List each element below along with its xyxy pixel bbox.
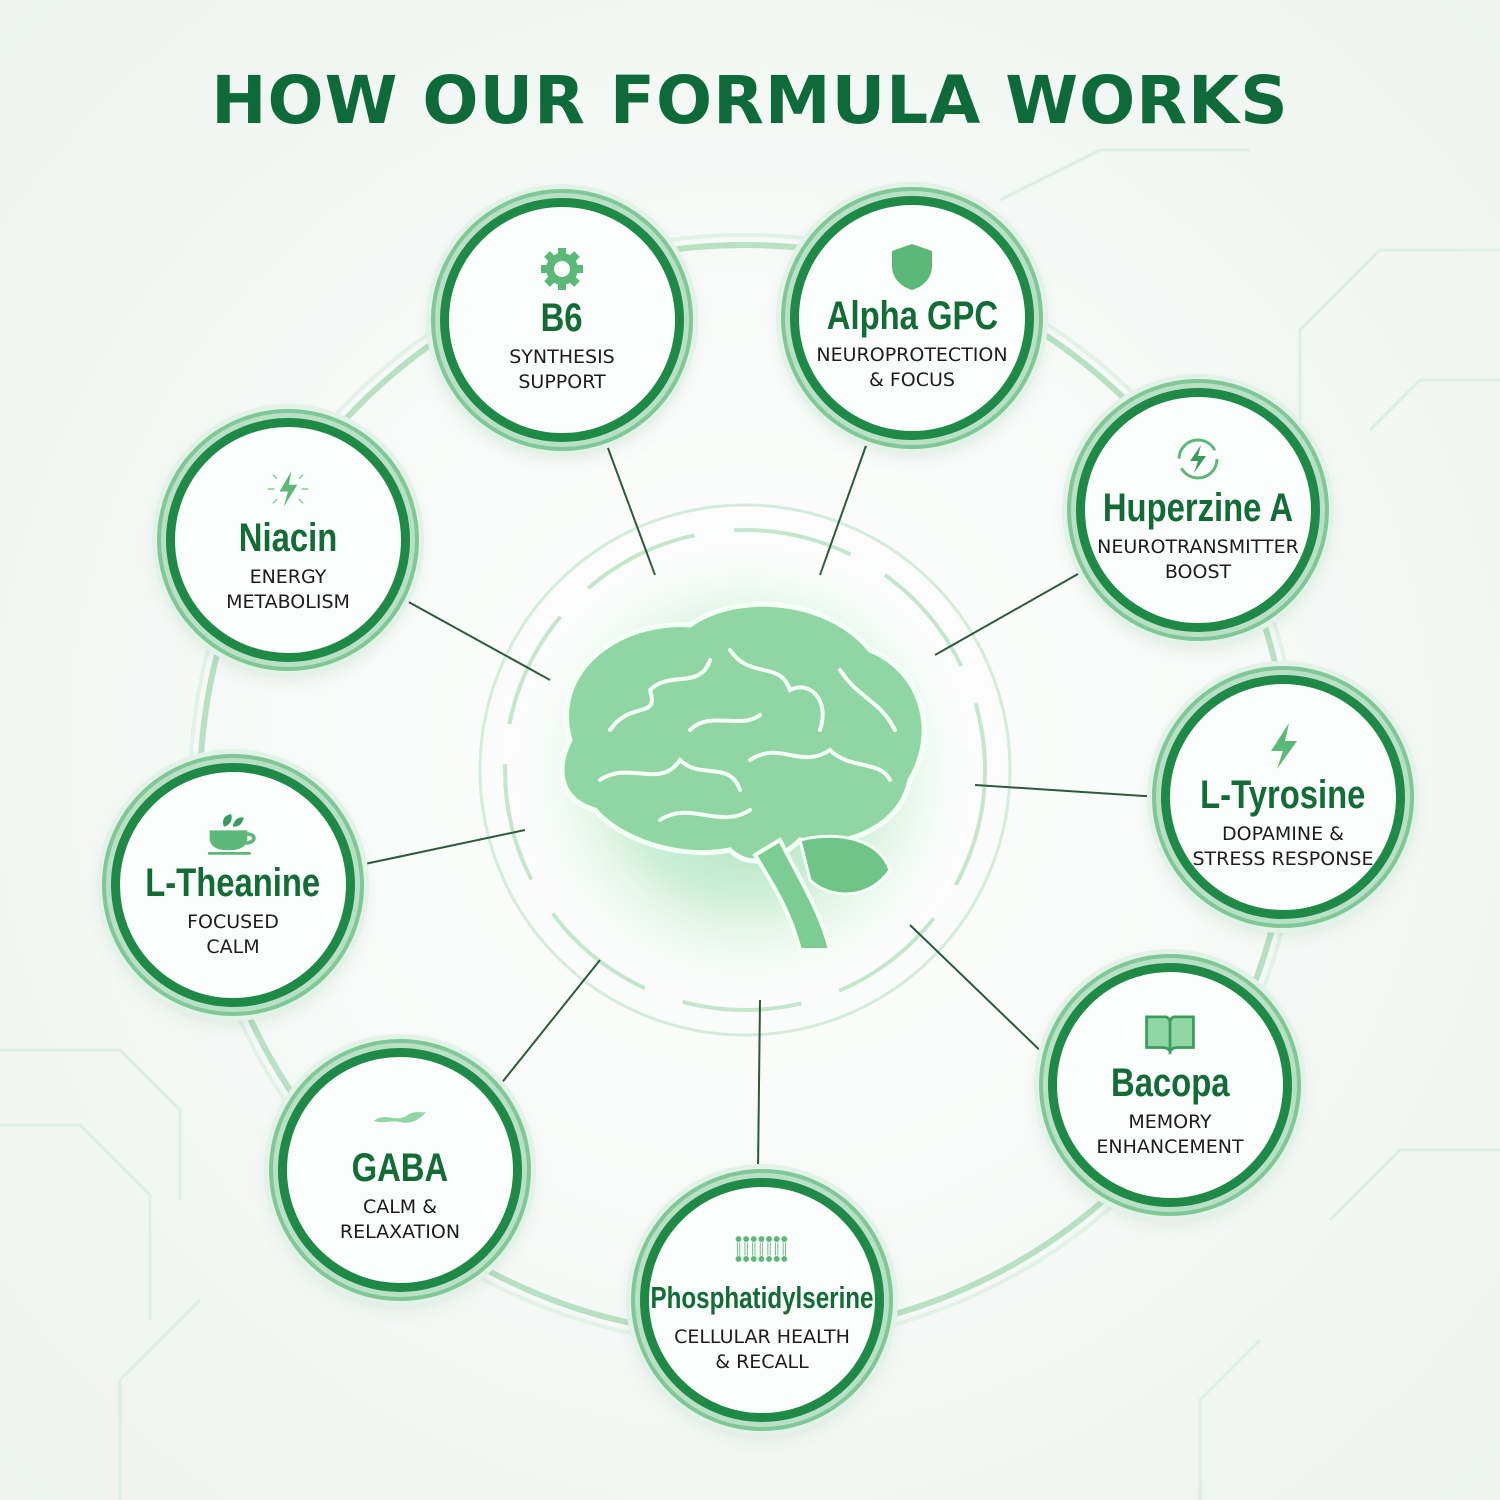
ingredient-name: L-Theanine (145, 861, 321, 905)
shield-icon (885, 243, 939, 291)
ingredient-node-l-tyrosine: L-Tyrosine DOPAMINE & STRESS RESPONSE (1161, 675, 1405, 919)
ingredient-node-alpha-gpc: Alpha GPC NEUROPROTECTION & FOCUS (790, 196, 1034, 440)
ingredient-name: Huperzine A (1102, 486, 1294, 530)
ingredient-description: SYNTHESIS SUPPORT (509, 346, 615, 393)
ingredient-node-phosphatidylserine: Phosphatidylserine CELLULAR HEALTH & REC… (640, 1178, 884, 1422)
ingredient-description: DOPAMINE & STRESS RESPONSE (1192, 823, 1374, 870)
sparkle-bolt-icon (261, 465, 315, 513)
ingredient-name: Niacin (238, 516, 338, 560)
ingredient-name: Bacopa (1110, 1061, 1230, 1105)
ingredient-node-huperzine-a: Huperzine A NEUROTRANSMITTER BOOST (1076, 388, 1320, 632)
page-title: HOW OUR FORMULA WORKS (211, 62, 1289, 139)
ingredient-name: Phosphatidylserine (650, 1280, 874, 1315)
ingredient-name: L-Tyrosine (1200, 773, 1366, 817)
membrane-icon (735, 1225, 789, 1273)
ingredient-description: FOCUSED CALM (187, 911, 279, 958)
ingredient-node-l-theanine: L-Theanine FOCUSED CALM (111, 763, 355, 1007)
brain-icon (559, 601, 927, 952)
bolt-icon (1256, 722, 1310, 770)
ingredient-name: Alpha GPC (826, 294, 998, 338)
brain-illustration (500, 530, 980, 1010)
ingredient-name: GABA (351, 1146, 449, 1190)
ingredient-node-bacopa: Bacopa MEMORY ENHANCEMENT (1048, 963, 1292, 1207)
ingredient-description: ENERGY METABOLISM (226, 566, 350, 613)
book-icon (1143, 1010, 1197, 1058)
ingredient-node-niacin: Niacin ENERGY METABOLISM (166, 418, 410, 662)
bolt-circle-icon (1171, 435, 1225, 483)
ingredient-description: MEMORY ENHANCEMENT (1096, 1111, 1244, 1158)
tea-cup-icon (206, 810, 260, 858)
ingredient-name: B6 (541, 296, 583, 340)
ingredient-description: NEUROPROTECTION & FOCUS (816, 344, 1008, 391)
ingredient-description: CELLULAR HEALTH & RECALL (674, 1326, 850, 1373)
gear-icon (535, 245, 589, 293)
connector-lines (359, 439, 1161, 1171)
wave-icon (373, 1095, 427, 1143)
ingredient-description: NEUROTRANSMITTER BOOST (1097, 536, 1299, 583)
ingredient-node-gaba: GABA CALM & RELAXATION (278, 1048, 522, 1292)
circuit-traces (0, 148, 1500, 1500)
ingredient-description: CALM & RELAXATION (339, 1196, 461, 1243)
ingredient-node-b6: B6 SYNTHESIS SUPPORT (440, 198, 684, 442)
